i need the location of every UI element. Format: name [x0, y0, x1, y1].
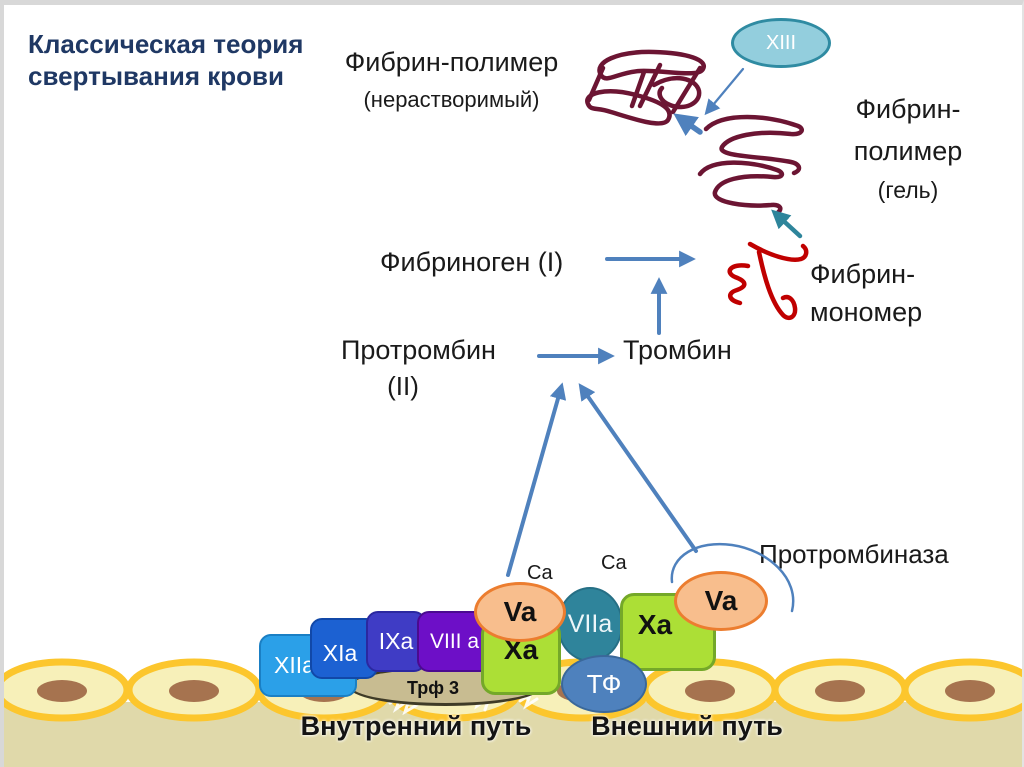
fibrin-monomer-line1: Фибрин-	[810, 259, 916, 289]
factor-va-intrinsic: Va	[474, 582, 566, 642]
fibrin-polymer-gel-line2: полимер	[853, 135, 963, 166]
arrow-gel-to-net	[673, 113, 703, 137]
cell-nucleus	[815, 680, 865, 702]
fibrin-polymer-insoluble-text: Фибрин-полимер	[344, 47, 559, 77]
label-extrinsic-pathway: Внешний путь	[591, 711, 783, 741]
label-prothrombin: Протромбин	[341, 335, 496, 365]
arrow-monomer-to-gel	[771, 209, 803, 239]
fibrin-monomer-drawing	[727, 241, 809, 321]
cell-nucleus	[685, 680, 735, 702]
arrow-xiii-thin	[704, 67, 745, 116]
label-ca-right: Ca	[601, 552, 627, 574]
label-fibrinogen: Фибриноген (I)	[380, 247, 564, 277]
label-ca-left: Ca	[527, 562, 553, 584]
cell	[4, 658, 131, 722]
slide-title-line2: свертывания крови	[28, 60, 284, 91]
prothrombinase-arc	[670, 542, 795, 613]
factor-viia: VIIa	[557, 587, 623, 662]
cell	[125, 658, 263, 722]
label-fibrin-monomer: Фибрин- мономер	[810, 256, 960, 332]
tissue-factor-tf: ТФ	[561, 655, 647, 713]
cell-nucleus	[169, 680, 219, 702]
factor-va-extrinsic: Va	[674, 571, 768, 631]
factor-xiii: XIII	[731, 18, 831, 68]
slide-title-line1: Классическая теория	[28, 29, 304, 59]
cell	[901, 658, 1022, 722]
label-fibrin-polymer-insoluble: Фибрин-полимер (нерастворимый)	[319, 47, 584, 113]
arrow-extrinsic-to-thrombin	[578, 383, 698, 553]
fibrin-net-drawing	[585, 49, 706, 126]
label-fibrin-polymer-gel: Фибрин- полимер (гель)	[828, 89, 988, 207]
cell-nucleus	[945, 680, 995, 702]
fibrin-polymer-gel-note: (гель)	[877, 176, 939, 203]
fibrin-gel-drawing	[697, 114, 804, 217]
label-prothrombin-number: (II)	[387, 371, 419, 401]
factor-ixa: IXa	[366, 611, 426, 672]
cell-nucleus	[37, 680, 87, 702]
label-thrombin: Тромбин	[623, 335, 732, 365]
flow-arrows	[506, 67, 745, 577]
arrow-intrinsic-to-thrombin	[506, 382, 567, 577]
fibrin-monomer-line2: мономер	[810, 296, 923, 327]
cell	[771, 658, 909, 722]
label-intrinsic-pathway: Внутренний путь	[300, 711, 532, 741]
cell	[641, 658, 779, 722]
fibrin-polymer-gel-line1: Фибрин-	[855, 94, 961, 124]
label-prothrombinase: Протромбиназа	[759, 539, 949, 569]
slide-title: Классическая теория свертывания крови	[28, 29, 338, 92]
fibrin-polymer-insoluble-note: (нерастворимый)	[363, 87, 540, 112]
